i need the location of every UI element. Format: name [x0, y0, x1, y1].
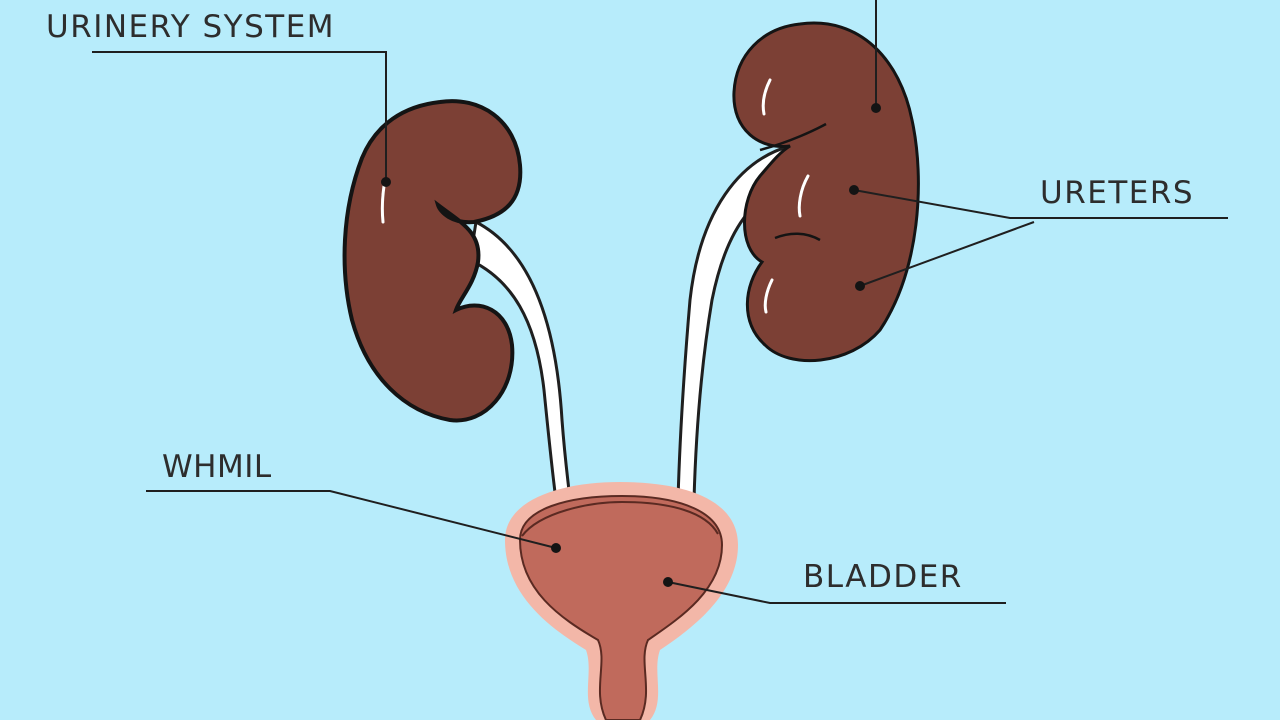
- dot-left-kidney: [381, 177, 391, 187]
- right-kidney-lobe-line-2: [774, 232, 821, 242]
- ureters-leader-upper: [853, 189, 1228, 219]
- label-left: WHMIL: [162, 449, 272, 485]
- label-ureters: URETERS: [1040, 175, 1195, 211]
- right-kidney-highlight-2: [797, 174, 810, 218]
- dot-right-kidney-top: [871, 103, 881, 113]
- leader-lines: [92, 0, 1228, 604]
- diagram-title: URINERY SYSTEM: [46, 9, 336, 45]
- wimmil-leader: [146, 490, 557, 549]
- bladder-inner-rim: [521, 500, 719, 537]
- right-kidney-highlight-3: [763, 278, 774, 314]
- dot-bladder-right: [663, 577, 673, 587]
- leader-dots: [381, 103, 881, 587]
- left-kidney-highlight: [380, 184, 386, 224]
- ureters-leader-lower: [859, 221, 1035, 287]
- bladder: [518, 494, 724, 720]
- dot-bladder-left: [551, 543, 561, 553]
- dot-right-kidney-mid: [849, 185, 859, 195]
- label-bladder: BLADDER: [803, 559, 963, 595]
- bladder-leader: [667, 581, 1006, 604]
- title-leader: [92, 51, 387, 180]
- right-kidney-lobe-line-1: [759, 122, 827, 152]
- right-kidney: [732, 21, 920, 363]
- right-kidney-highlight-1: [761, 78, 772, 116]
- dot-right-kidney-low: [855, 281, 865, 291]
